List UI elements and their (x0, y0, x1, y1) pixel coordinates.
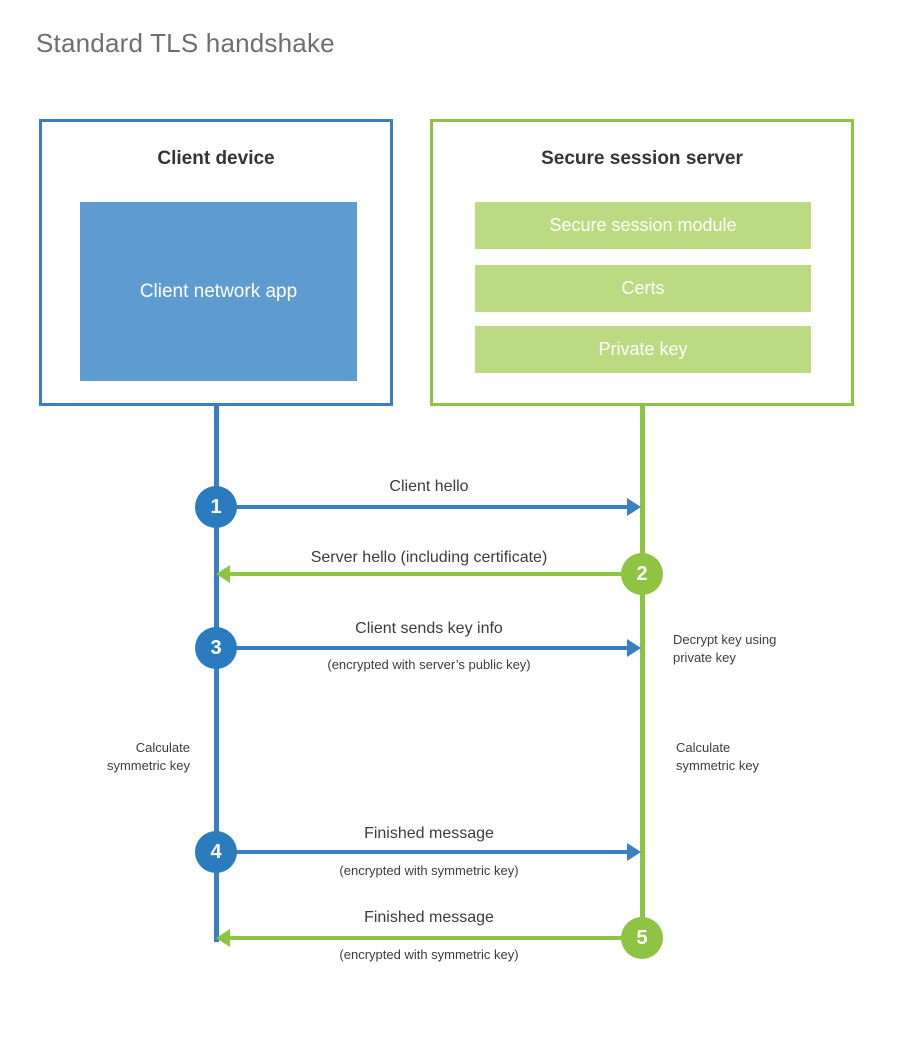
step-4-arrowhead-icon (627, 843, 641, 861)
step-2-arrowhead-icon (216, 565, 230, 583)
step-5-arrowhead-icon (216, 929, 230, 947)
page-title: Standard TLS handshake (36, 28, 335, 58)
step-1-arrowhead-icon (627, 498, 641, 516)
step-2-arrow-line (230, 572, 642, 576)
step-3-arrowhead-icon (627, 639, 641, 657)
step-4-arrow-line (216, 850, 627, 854)
secure-session-server-title: Secure session server (541, 148, 743, 169)
step-5-arrow-line (230, 936, 642, 940)
server-lifeline (640, 406, 645, 940)
client-device-panel: Client device Client network app (39, 119, 393, 406)
step-3-sublabel: (encrypted with server’s public key) (327, 657, 531, 672)
step-2-circle: 2 (621, 553, 663, 595)
step-1-label: Client hello (389, 478, 469, 495)
step-3-circle: 3 (195, 627, 237, 669)
step-4-sublabel: (encrypted with symmetric key) (339, 863, 519, 878)
step-1-circle: 1 (195, 486, 237, 528)
client-device-title: Client device (157, 148, 275, 169)
step-1-arrow-line (216, 505, 627, 509)
secure-session-server-panel: Secure session server Secure session mod… (430, 119, 854, 406)
server-block-secure-session-module: Secure session module (475, 202, 811, 249)
step-3-arrow-line (216, 646, 627, 650)
step-2-label: Server hello (including certificate) (310, 549, 548, 566)
step-4-circle: 4 (195, 831, 237, 873)
annotation-server-calculate-symmetric-key: Calculate symmetric key (676, 740, 760, 773)
step-4-label: Finished message (364, 825, 494, 842)
annotation-decrypt-key: Decrypt key using private key (673, 632, 777, 665)
server-block-private-key: Private key (475, 326, 811, 373)
step-3-label: Client sends key info (355, 620, 503, 637)
step-5-circle: 5 (621, 917, 663, 959)
step-5-label: Finished message (364, 909, 494, 926)
annotation-client-calculate-symmetric-key: Calculate symmetric key (106, 740, 190, 773)
step-5-sublabel: (encrypted with symmetric key) (339, 947, 519, 962)
server-block-certs: Certs (475, 265, 811, 312)
client-lifeline (214, 406, 219, 942)
client-network-app-block: Client network app (80, 202, 357, 381)
